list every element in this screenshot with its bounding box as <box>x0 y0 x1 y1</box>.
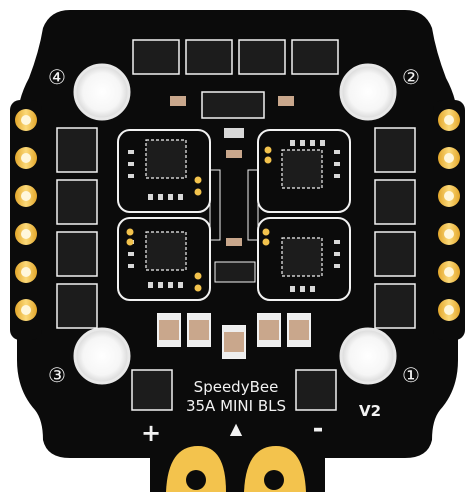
bulk-capacitors <box>157 313 311 359</box>
motor-label-2: ② <box>402 65 420 89</box>
motor-label-1: ① <box>402 363 420 387</box>
model-label: 35A MINI BLS <box>186 397 286 415</box>
power-pads <box>166 446 306 492</box>
motor-pad-right-hole-4 <box>444 229 454 239</box>
motor-pad-right-hole-1 <box>444 115 454 125</box>
motor-pad-right-hole-3 <box>444 191 454 201</box>
brand-label: SpeedyBee <box>194 378 279 396</box>
motor-pad-left-hole-3 <box>21 191 31 201</box>
bottom-mosfets <box>131 369 337 411</box>
driver-chips <box>145 139 323 277</box>
mount-hole-bottom-left <box>73 327 131 385</box>
motor-pad-right-hole-6 <box>444 305 454 315</box>
right-motor-pads <box>433 100 465 340</box>
gold-test-points <box>126 146 272 292</box>
motor-pad-right-hole-2 <box>444 153 454 163</box>
driver-passives <box>128 140 340 292</box>
motor-pad-left-hole-5 <box>21 267 31 277</box>
right-mosfets <box>374 127 416 329</box>
motor-pad-left-hole-1 <box>21 115 31 125</box>
polarity-minus: - <box>313 414 324 444</box>
direction-arrow: ▲ <box>230 419 243 438</box>
mount-hole-top-left <box>73 63 131 121</box>
motor-pad-left-hole-4 <box>21 229 31 239</box>
left-motor-pads <box>10 100 42 340</box>
left-mosfets <box>56 127 98 329</box>
motor-label-4: ④ <box>48 65 66 89</box>
top-capacitors <box>170 96 294 106</box>
center-mcu <box>201 91 265 283</box>
mount-hole-top-right <box>339 63 397 121</box>
motor-label-3: ③ <box>48 363 66 387</box>
motor-pad-right-hole-5 <box>444 267 454 277</box>
motor-pad-left-hole-2 <box>21 153 31 163</box>
polarity-plus: + <box>141 419 161 447</box>
mount-hole-bottom-right <box>339 327 397 385</box>
version-label: V2 <box>359 402 381 420</box>
motor-pad-left-hole-6 <box>21 305 31 315</box>
top-mosfets <box>132 39 339 75</box>
